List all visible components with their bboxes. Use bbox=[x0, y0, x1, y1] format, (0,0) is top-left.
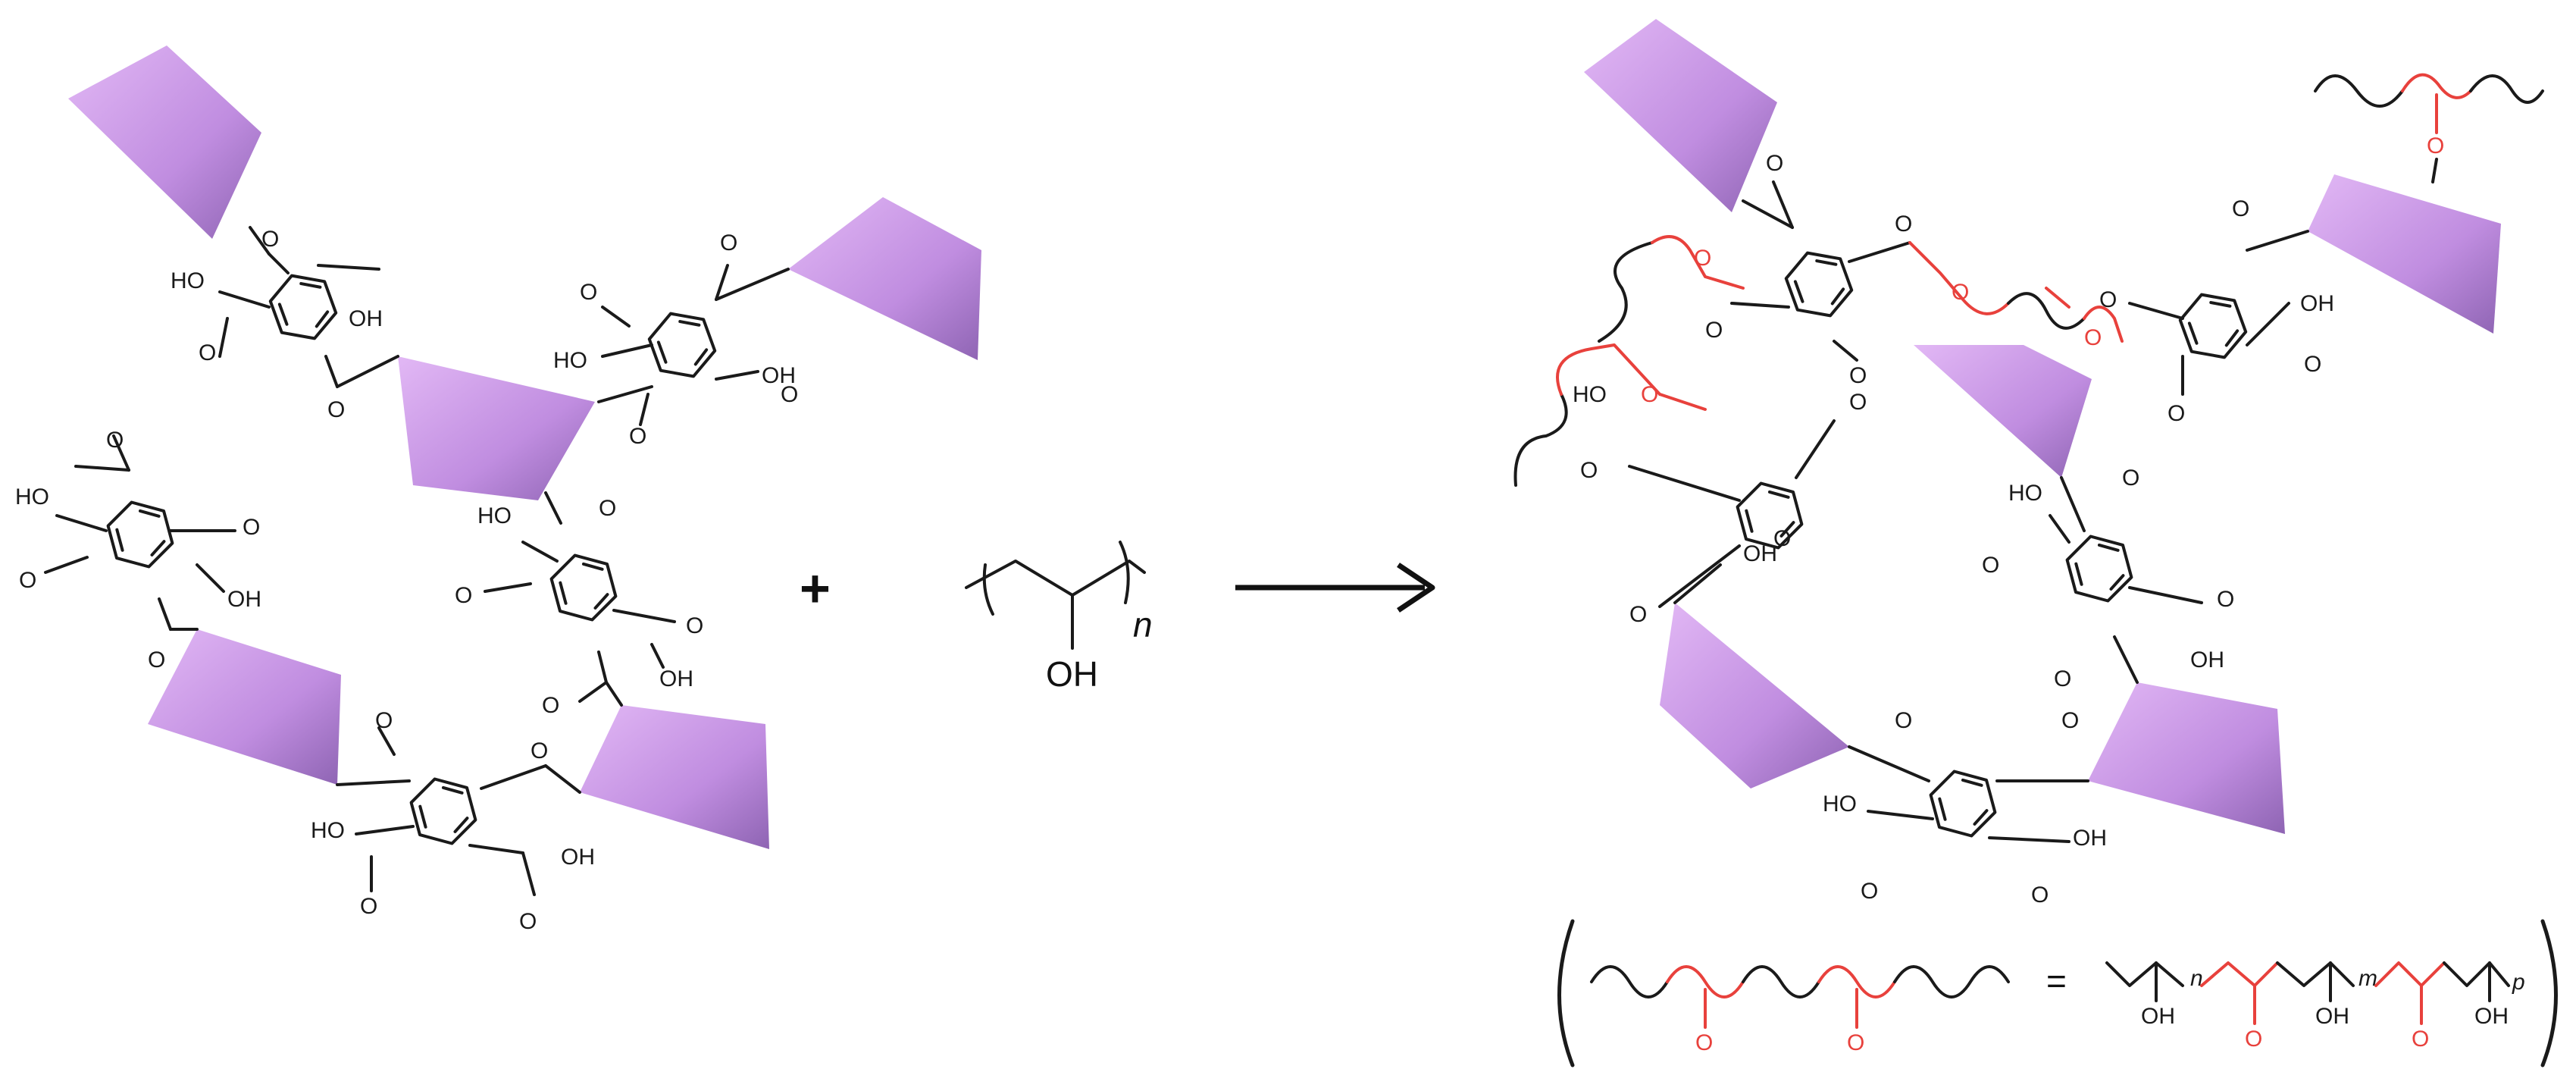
sbu-block bbox=[788, 197, 981, 360]
oh-label: OH bbox=[2073, 826, 2107, 851]
carbonyl-o: O bbox=[1982, 553, 1999, 578]
carbonyl-o: O bbox=[19, 568, 36, 593]
ho-label: HO bbox=[1823, 792, 1857, 817]
methoxy-label: O bbox=[1695, 1030, 1713, 1055]
carbonyl-o: O bbox=[360, 894, 377, 919]
ester-o: O bbox=[2084, 325, 2102, 350]
subscript-p: p bbox=[2512, 970, 2525, 995]
pva-monomer: OH n bbox=[965, 541, 1153, 694]
ester-o: O bbox=[1952, 280, 1969, 305]
sbu-block bbox=[580, 705, 769, 849]
sbu-block bbox=[1660, 603, 1849, 788]
carbonyl-o: O bbox=[327, 397, 345, 422]
carbonyl-o: O bbox=[519, 909, 537, 934]
sbu-block bbox=[148, 629, 341, 785]
ho-label: HO bbox=[311, 818, 345, 843]
methoxy-label: O bbox=[2245, 1027, 2262, 1052]
carbonyl-o: O bbox=[455, 583, 472, 608]
carbonyl-o: O bbox=[1861, 879, 1878, 904]
subscript-m: m bbox=[2358, 966, 2377, 991]
carbonyl-o: O bbox=[2232, 196, 2249, 221]
sbu-block bbox=[1584, 19, 1777, 212]
oh-label: OH bbox=[659, 666, 693, 691]
carbonyl-o: O bbox=[1849, 390, 1867, 415]
carbonyl-o: O bbox=[686, 613, 703, 638]
plus-sign: + bbox=[800, 559, 831, 618]
carbonyl-o: O bbox=[1766, 151, 1783, 176]
carbonyl-o: O bbox=[2217, 587, 2234, 612]
sbu-block bbox=[398, 356, 595, 500]
carbonyl-o: O bbox=[2054, 666, 2071, 691]
ho-label: HO bbox=[1573, 382, 1607, 407]
oh-label: OH bbox=[2190, 647, 2224, 672]
carbonyl-o: O bbox=[1580, 458, 1598, 483]
carbonyl-o: O bbox=[2099, 287, 2117, 312]
methoxy-label: O bbox=[1847, 1030, 1864, 1055]
methoxy-label: O bbox=[2412, 1027, 2429, 1052]
hydroxyl-label: OH bbox=[2315, 1004, 2349, 1029]
hydroxyl-label: OH bbox=[2474, 1004, 2509, 1029]
subscript-n: n bbox=[2190, 966, 2203, 991]
carbonyl-o: O bbox=[1895, 212, 1912, 237]
oh-label: OH bbox=[561, 845, 595, 870]
hydroxyl-label: OH bbox=[1046, 654, 1098, 694]
carbonyl-o: O bbox=[2061, 708, 2079, 733]
ester-o: O bbox=[1641, 382, 1658, 407]
carbonyl-o: O bbox=[2168, 401, 2185, 426]
oh-label: OH bbox=[227, 587, 261, 612]
ho-label: HO bbox=[15, 484, 49, 509]
carbonyl-o: O bbox=[542, 693, 559, 718]
carbonyl-o: O bbox=[1773, 526, 1791, 551]
sbu-block bbox=[2088, 682, 2285, 834]
carbonyl-o: O bbox=[599, 496, 616, 521]
ester-o: O bbox=[2427, 133, 2444, 158]
carbonyl-o: O bbox=[781, 382, 798, 407]
carbonyl-o: O bbox=[580, 280, 597, 305]
hydroxyl-label: OH bbox=[2141, 1004, 2175, 1029]
polymer-legend: O O = OH n O OH m O OH p bbox=[1557, 919, 2558, 1067]
sbu-block bbox=[68, 45, 261, 239]
carbonyl-o: O bbox=[531, 738, 548, 763]
carbonyl-o: O bbox=[1849, 363, 1867, 388]
carbonyl-o: O bbox=[1705, 318, 1723, 343]
oh-label: OH bbox=[762, 363, 796, 388]
carbonyl-o: O bbox=[243, 515, 260, 540]
sbu-block bbox=[2308, 174, 2501, 334]
carbonyl-o: O bbox=[2304, 352, 2321, 377]
ho-label: HO bbox=[171, 268, 205, 293]
carbonyl-o: O bbox=[148, 647, 165, 672]
carbonyl-o: O bbox=[375, 708, 393, 733]
carbonyl-o: O bbox=[1895, 708, 1912, 733]
oh-label: OH bbox=[349, 306, 383, 331]
carbonyl-o: O bbox=[720, 230, 737, 256]
carbonyl-o: O bbox=[1629, 602, 1647, 627]
ho-label: HO bbox=[2008, 481, 2042, 506]
equals-sign: = bbox=[2046, 961, 2067, 1001]
reaction-arrow bbox=[1235, 563, 1435, 613]
sbu-block bbox=[1914, 345, 2092, 478]
oh-label: OH bbox=[1743, 541, 1777, 566]
carbonyl-o: O bbox=[2031, 883, 2049, 908]
oh-label: OH bbox=[2300, 291, 2334, 316]
ho-label: HO bbox=[553, 348, 587, 373]
left-framework: O OH HO O O O HO O OH O O O HO O O OH bbox=[15, 45, 981, 934]
carbonyl-o: O bbox=[2122, 466, 2139, 491]
carbonyl-o: O bbox=[199, 340, 216, 365]
right-framework: O O O O O OH O O O O O OH O O HO O bbox=[1513, 19, 2544, 908]
carbonyl-o: O bbox=[629, 424, 646, 449]
ester-o: O bbox=[1694, 246, 1711, 271]
subscript-n: n bbox=[1133, 605, 1153, 644]
carbonyl-o: O bbox=[106, 428, 124, 453]
ho-label: HO bbox=[477, 503, 512, 528]
carbonyl-o: O bbox=[261, 227, 279, 252]
